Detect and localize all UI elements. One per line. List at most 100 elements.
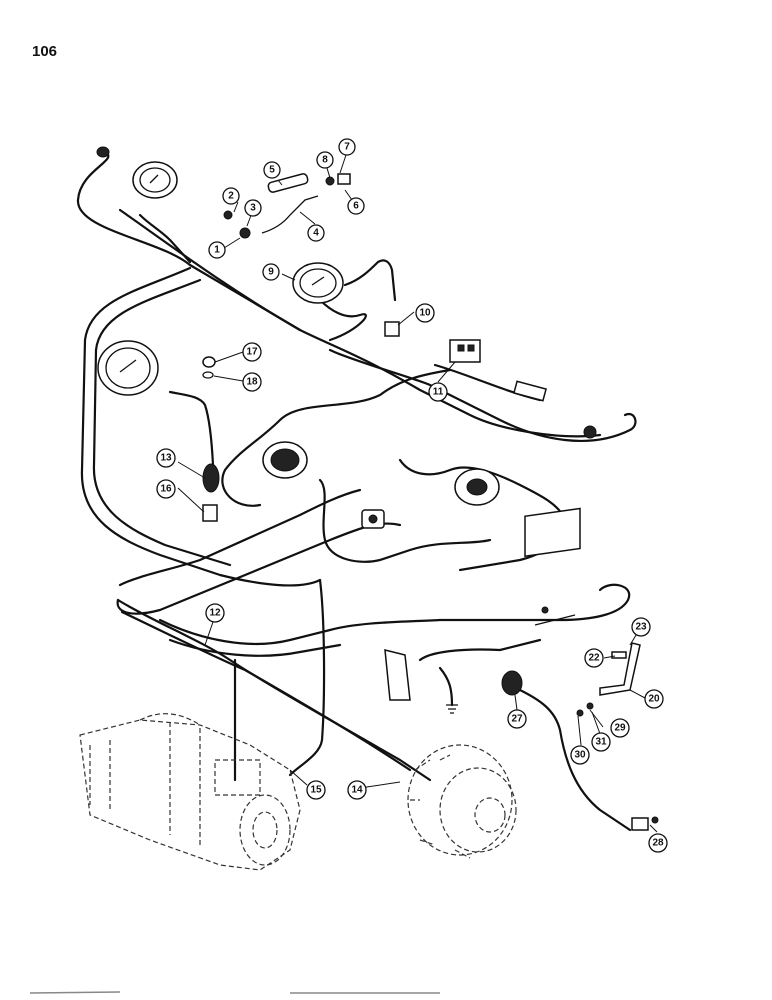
svg-text:27: 27 [511, 714, 523, 725]
harness-wire-upper-branch [221, 368, 452, 507]
callout-14: 14 [347, 780, 367, 800]
callout-22: 22 [584, 648, 604, 668]
scan-edge-line [29, 991, 440, 994]
harness-wire-top-gauge [138, 213, 192, 264]
svg-text:20: 20 [648, 694, 660, 705]
callout-11: 11 [428, 382, 448, 402]
svg-text:1: 1 [214, 245, 220, 256]
harness-wire-starter-right [288, 578, 326, 777]
svg-text:10: 10 [419, 308, 431, 319]
harness-wire-solenoid [418, 638, 542, 662]
callout-31: 31 [591, 732, 611, 752]
callout-20: 20 [644, 689, 664, 709]
bracket-20 [599, 642, 641, 696]
temperature-gauge-9 [292, 262, 344, 304]
callout-28: 28 [648, 833, 668, 853]
lamp-bracket-right [513, 380, 597, 439]
ignition-switch [361, 509, 385, 529]
nuts-29-31 [576, 702, 594, 717]
svg-text:16: 16 [160, 484, 172, 495]
svg-text:22: 22 [588, 653, 600, 664]
harness-wire-mid [118, 488, 362, 587]
harness-wire-left-loop-2 [92, 278, 232, 567]
svg-text:23: 23 [635, 622, 647, 633]
harness-wire-tach-cable [518, 688, 632, 832]
ground-symbol [446, 704, 458, 714]
svg-text:8: 8 [322, 155, 328, 166]
svg-text:11: 11 [433, 387, 444, 398]
clamp-28 [631, 816, 659, 831]
sender-unit-13 [202, 463, 220, 493]
terminal-block-11 [449, 339, 481, 363]
page-number: 106 [32, 43, 58, 60]
svg-text:29: 29 [614, 723, 626, 734]
gauge-center [262, 441, 308, 479]
voltage-regulator [524, 507, 581, 626]
callout-30: 30 [570, 745, 590, 765]
large-gauge-left [97, 340, 159, 396]
hose-4-5 [261, 173, 319, 234]
svg-text:2: 2 [228, 191, 234, 202]
washer-18 [202, 371, 214, 379]
callout-18: 18 [242, 372, 262, 392]
callout-4: 4 [307, 224, 325, 242]
harness-wire-14 [120, 610, 412, 772]
callout-9: 9 [262, 263, 280, 281]
gauge-top-left [132, 161, 178, 199]
svg-text:17: 17 [246, 347, 258, 358]
callout-10: 10 [415, 303, 435, 323]
harness-wire-bottom-loop-2 [168, 638, 342, 657]
svg-text:18: 18 [246, 377, 258, 388]
harness-wire-main-horizontal [116, 522, 402, 615]
svg-text:30: 30 [574, 750, 586, 761]
svg-text:13: 13 [160, 453, 172, 464]
harness-wire-ground [438, 666, 454, 707]
callout-2: 2 [222, 187, 240, 205]
svg-text:14: 14 [351, 785, 363, 796]
callout-3: 3 [244, 199, 262, 217]
harness-wire-temp-gauge-capillary [343, 259, 397, 302]
svg-text:12: 12 [209, 608, 221, 619]
harness-wire-long-diagonal [118, 208, 302, 332]
solenoid [384, 649, 411, 701]
alternator [407, 744, 517, 859]
harness-wire-center [328, 348, 637, 442]
svg-text:5: 5 [269, 165, 275, 176]
harness-wire-gauge-branch [318, 478, 492, 563]
svg-text:28: 28 [652, 838, 664, 849]
tach-drive-27 [501, 670, 523, 696]
callout-29: 29 [610, 718, 630, 738]
callout-6: 6 [347, 197, 365, 215]
harness-wire-gauge9-lead [318, 298, 367, 342]
callout-7: 7 [338, 138, 356, 156]
fitting-16 [202, 504, 218, 522]
svg-text:31: 31 [595, 737, 607, 748]
svg-text:4: 4 [313, 228, 319, 239]
harness-wire-left-loop [80, 266, 322, 587]
harness-wire-bottom-loop [158, 583, 631, 646]
svg-text:6: 6 [353, 201, 359, 212]
leader-lines [177, 151, 658, 833]
callout-17: 17 [242, 342, 262, 362]
plug-17 [202, 356, 216, 368]
warning-lamp-center [454, 468, 500, 506]
callout-15: 15 [306, 780, 326, 800]
callout-13: 13 [156, 448, 176, 468]
callout-16: 16 [156, 479, 176, 499]
svg-text:3: 3 [250, 203, 256, 214]
callout-8: 8 [316, 151, 334, 169]
fittings-1-3 [223, 210, 251, 239]
sender-10 [384, 321, 400, 337]
svg-text:7: 7 [344, 142, 350, 153]
callout-23: 23 [631, 617, 651, 637]
callout-1: 1 [208, 241, 226, 259]
bolt-22 [611, 651, 627, 659]
callout-5: 5 [263, 161, 281, 179]
callout-12: 12 [205, 603, 225, 623]
starter-motor [79, 713, 301, 871]
svg-text:15: 15 [310, 785, 322, 796]
connector-top-left [96, 146, 110, 158]
svg-text:9: 9 [268, 267, 274, 278]
